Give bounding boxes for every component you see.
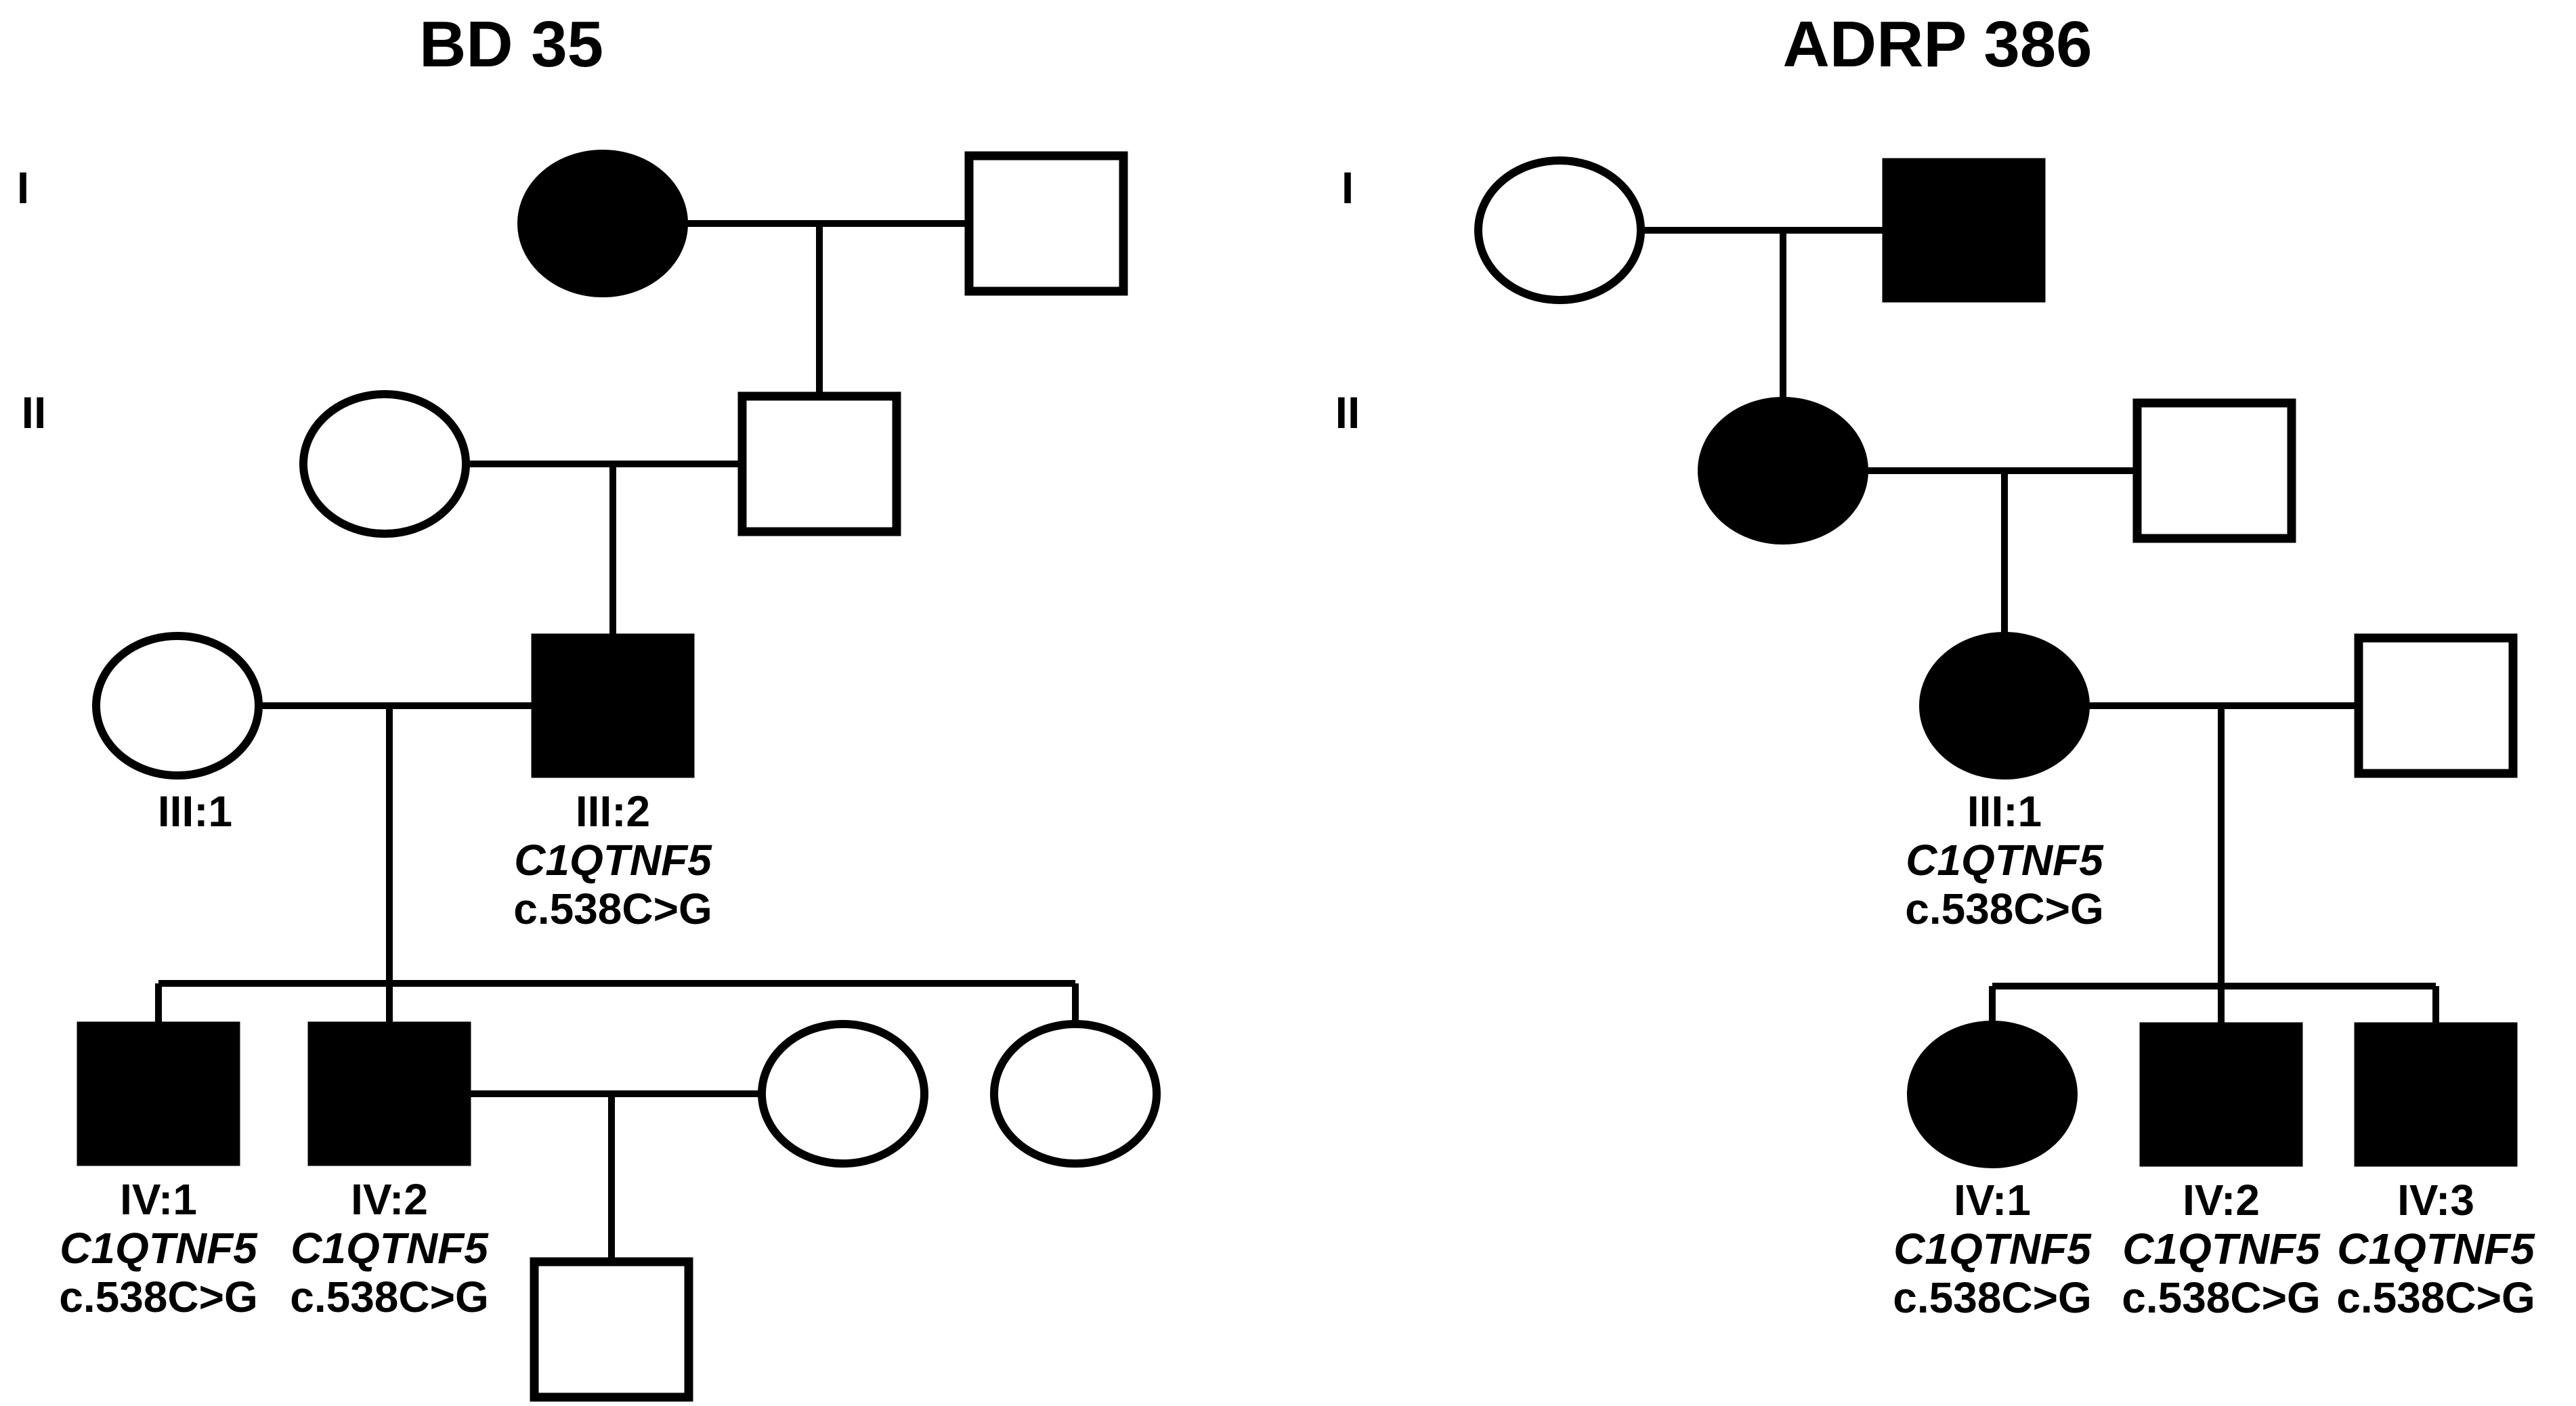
- bd35-individual-IV-1-label-1: C1QTNF5: [60, 1224, 258, 1273]
- adrp386-individual-IV-1-female-circle-symbol: [1907, 1021, 2078, 1168]
- adrp386-individual-IV-2-label-2: c.538C>G: [2122, 1273, 2321, 1322]
- bd35-individual-IV-2-label-2: c.538C>G: [290, 1273, 489, 1321]
- bd35-individual-IV-1-label-2: c.538C>G: [59, 1273, 258, 1321]
- adrp386-individual-IV-2-label-0: IV:2: [2183, 1176, 2260, 1224]
- bd35-individual-I-2-male-square-symbol: [964, 151, 1128, 296]
- adrp386-individual-III-1-label-1: C1QTNF5: [1906, 836, 2104, 885]
- adrp386-individual-IV-2-label-1: C1QTNF5: [2122, 1224, 2321, 1273]
- adrp386-individual-IV-3-label-1: C1QTNF5: [2337, 1224, 2535, 1273]
- adrp386-individual-IV-1-label-0: IV:1: [1954, 1176, 2031, 1224]
- bd35-individual-IV-2-spouse-female-circle-symbol: [758, 1020, 928, 1168]
- bd35-individual-III-2-label-0: III:2: [576, 787, 650, 836]
- adrp386-individual-IV-3-male-square-symbol: [2354, 1022, 2518, 1167]
- adrp386-generation-label-1: II: [1335, 387, 1360, 438]
- adrp386-individual-IV-1-label-2: c.538C>G: [1893, 1273, 2092, 1322]
- adrp386-individual-I-1-female-circle-symbol: [1474, 156, 1645, 304]
- adrp386-individual-IV-3-label-0: IV:3: [2397, 1176, 2474, 1224]
- bd35-family-title: BD 35: [419, 8, 603, 81]
- adrp386-individual-I-2-male-square-symbol: [1882, 158, 2046, 303]
- bd35-individual-IV-2-label-0: IV:2: [351, 1175, 428, 1224]
- bd35-individual-III-2-label-1: C1QTNF5: [514, 836, 712, 885]
- bd35-individual-IV-3-female-circle-symbol: [990, 1020, 1161, 1168]
- bd35-individual-IV-2-male-square-symbol: [307, 1021, 471, 1166]
- bd35-individual-III-1-female-circle-symbol: [92, 632, 263, 780]
- bd35-generation-label-1: II: [22, 387, 47, 438]
- adrp386-individual-III-1-label-2: c.538C>G: [1905, 885, 2104, 933]
- adrp386-individual-III-1-label-0: III:1: [1967, 787, 2042, 836]
- bd35-generation-label-0: I: [17, 163, 29, 213]
- adrp386-individual-II-2-male-square-symbol: [2132, 398, 2296, 543]
- bd35-individual-IV-1-male-square-symbol: [77, 1021, 240, 1166]
- adrp386-individual-IV-3-label-2: c.538C>G: [2336, 1273, 2535, 1322]
- adrp386-individual-IV-2-male-square-symbol: [2139, 1022, 2303, 1167]
- bd35-individual-IV-1-label-0: IV:1: [120, 1175, 197, 1224]
- bd35-individual-I-1-female-circle-symbol: [517, 150, 688, 297]
- pedigree-adrp386: III:1C1QTNF5c.538C>GIV:1C1QTNF5c.538C>GI…: [1335, 8, 2536, 1322]
- adrp386-individual-IV-1-label-1: C1QTNF5: [1893, 1224, 2092, 1273]
- bd35-individual-II-1-female-circle-symbol: [299, 390, 470, 538]
- bd35-individual-III-2-label-2: c.538C>G: [513, 885, 712, 933]
- adrp386-individual-III-1-spouse-male-square-symbol: [2354, 633, 2518, 778]
- adrp386-generation-label-0: I: [1341, 163, 1354, 213]
- adrp386-family-title: ADRP 386: [1782, 8, 2092, 81]
- bd35-individual-V-1-male-square-symbol: [530, 1257, 693, 1402]
- bd35-individual-III-2-male-square-symbol: [531, 633, 695, 778]
- bd35-individual-II-2-male-square-symbol: [737, 391, 901, 536]
- bd35-individual-III-1-label-0: III:1: [158, 787, 232, 836]
- adrp386-individual-III-1-female-circle-symbol: [1919, 632, 2090, 780]
- bd35-individual-IV-2-label-1: C1QTNF5: [291, 1224, 489, 1273]
- adrp386-individual-II-1-female-circle-symbol: [1698, 397, 1868, 545]
